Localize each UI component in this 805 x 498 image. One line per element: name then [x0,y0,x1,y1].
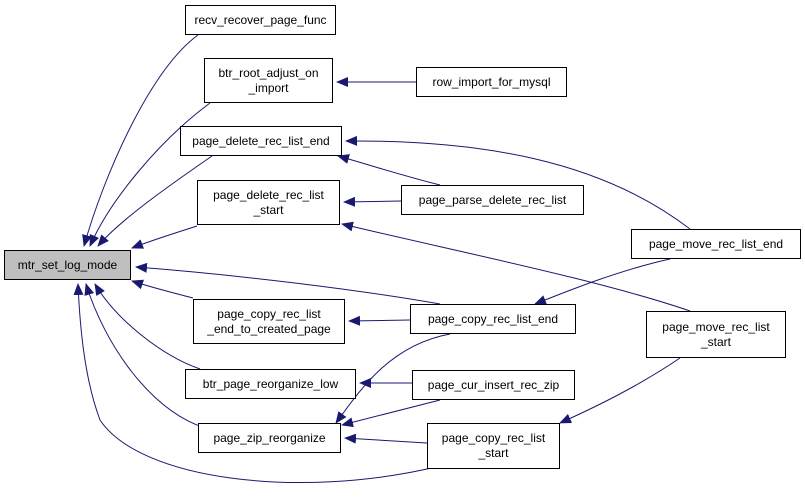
node-label-line: _end_to_created_page [207,321,331,336]
edge-page-delete-rec-list-start-to-mtr-set-log-mode [131,225,198,249]
edge-page-zip-reorganize-to-mtr-set-log-mode [84,283,206,429]
node-mtr-set-log-mode: mtr_set_log_mode [4,250,131,280]
node-page-copy-rec-list-end[interactable]: page_copy_rec_list_end [410,304,576,334]
node-page-delete-rec-list-start[interactable]: page_delete_rec_list_start [197,180,340,225]
call-edges [73,34,691,483]
edge-page-move-rec-list-end-to-page-delete-rec-list-end [345,135,691,230]
node-label-line: page_copy_rec_list [217,306,321,321]
node-label-line: row_import_for_mysql [432,74,551,89]
node-label-line: recv_recover_page_func [194,12,327,27]
edge-btr-page-reorganize-low-to-mtr-set-log-mode [94,283,201,370]
node-label-line: page_copy_rec_list_end [427,311,559,326]
node-label-line: page_delete_rec_list [213,187,324,202]
node-label-line: mtr_set_log_mode [17,257,118,272]
edge-recv-recover-page-func-to-mtr-set-log-mode [82,34,199,247]
node-page-zip-reorganize[interactable]: page_zip_reorganize [198,423,341,453]
edge-page-copy-rec-list-end-to-created-page-to-mtr-set-log-mode [131,279,194,299]
node-page-cur-insert-rec-zip[interactable]: page_cur_insert_rec_zip [412,370,575,400]
edge-page-copy-rec-list-start-to-mtr-set-log-mode [73,283,441,483]
node-row-import-for-mysql[interactable]: row_import_for_mysql [416,67,567,97]
node-label-line: page_move_rec_list_end [648,236,784,251]
node-label-line: page_cur_insert_rec_zip [427,377,560,392]
edge-page-copy-rec-list-end-to-mtr-set-log-mode [135,262,441,305]
node-label-line: page_zip_reorganize [213,430,326,445]
edge-btr-root-adjust-on-import-to-mtr-set-log-mode [89,102,211,247]
node-page-delete-rec-list-end[interactable]: page_delete_rec_list_end [180,126,342,156]
node-label-line: _start [700,334,731,349]
node-page-move-rec-list-start[interactable]: page_move_rec_list_start [646,311,786,358]
edge-page-copy-rec-list-start-to-page-zip-reorganize [344,433,428,444]
node-page-move-rec-list-end[interactable]: page_move_rec_list_end [631,229,801,259]
node-page-copy-rec-list-start[interactable]: page_copy_rec_list_start [427,423,560,469]
node-label-line: btr_root_adjust_on [218,65,319,80]
node-recv-recover-page-func[interactable]: recv_recover_page_func [185,5,336,35]
edge-page-move-rec-list-end-to-page-copy-rec-list-end [534,258,671,305]
node-page-copy-rec-list-end-to-created-page[interactable]: page_copy_rec_list_end_to_created_page [193,299,345,344]
node-label-line: _start [253,202,284,217]
node-page-parse-delete-rec-list[interactable]: page_parse_delete_rec_list [401,185,584,215]
edge-page-move-rec-list-start-to-page-delete-rec-list-start [341,221,691,312]
node-btr-page-reorganize-low[interactable]: btr_page_reorganize_low [185,369,356,399]
node-label-line: btr_page_reorganize_low [202,376,339,391]
node-label-line: page_delete_rec_list_end [192,133,330,148]
node-label-line: page_move_rec_list [662,319,770,334]
edge-page-copy-rec-list-end-to-page-zip-reorganize [335,333,451,424]
edge-page-copy-rec-list-end-to-page-copy-rec-list-end-to-created-page [348,315,411,326]
edge-page-cur-insert-rec-zip-to-page-zip-reorganize [341,399,441,428]
edge-page-parse-delete-rec-list-to-page-delete-rec-list-end [337,154,441,186]
node-label-line: _start [478,446,509,460]
node-btr-root-adjust-on-import[interactable]: btr_root_adjust_on_import [204,58,333,103]
edge-page-move-rec-list-start-to-page-copy-rec-list-start [559,357,681,424]
node-label-line: page_copy_rec_list [441,431,546,445]
edge-page-delete-rec-list-end-to-mtr-set-log-mode [97,155,213,247]
node-label-line: _import [248,80,289,95]
edge-page-parse-delete-rec-list-to-page-delete-rec-list-start [343,196,402,207]
node-label-line: page_parse_delete_rec_list [418,192,567,207]
